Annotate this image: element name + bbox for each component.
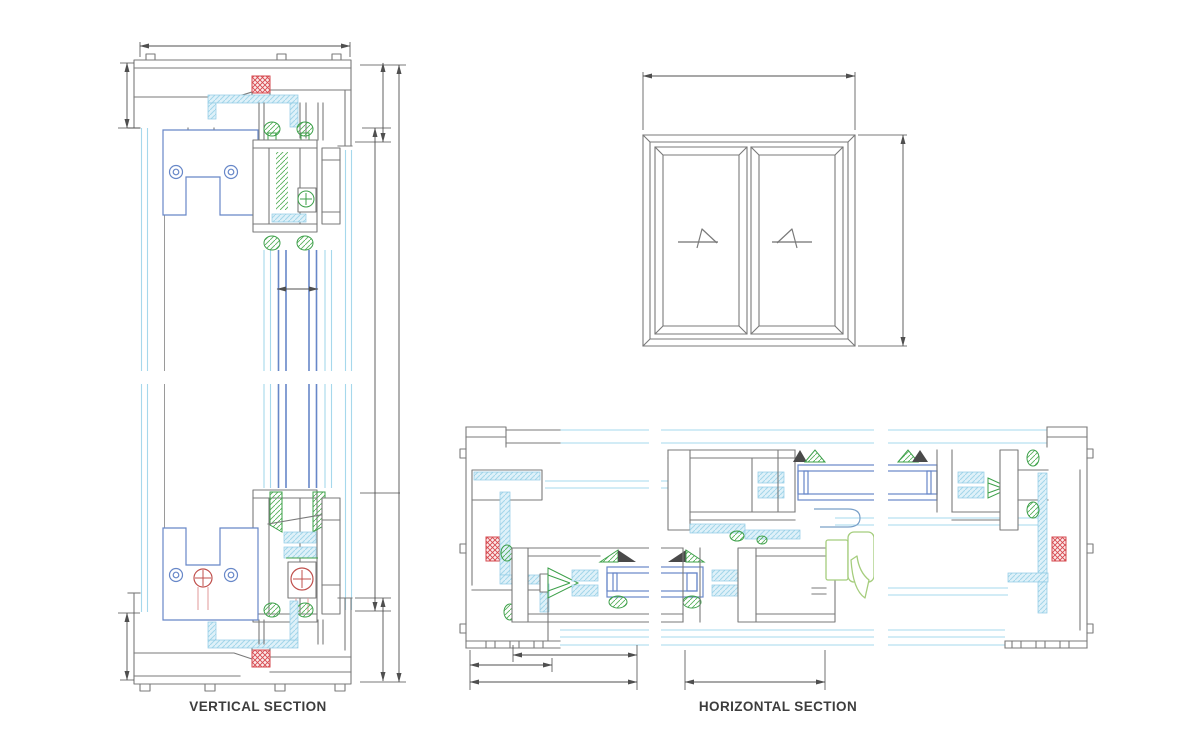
frame-feet (485, 640, 544, 649)
head-frame-profile (127, 53, 353, 173)
gasket (263, 121, 281, 137)
glazing-wedge (269, 491, 283, 533)
thermal-break-top (251, 75, 271, 94)
bottom-sash-rail (252, 489, 341, 623)
glazing-wedge (803, 449, 827, 463)
roller (297, 190, 315, 208)
thermal-break-right (1051, 536, 1067, 562)
left-sash (654, 146, 748, 335)
gasket (608, 595, 628, 609)
vertical-section-dimensions (118, 42, 406, 683)
right-jamb-profile (1004, 426, 1094, 649)
window-handle (825, 531, 875, 599)
top-sash-rail (252, 121, 341, 251)
gasket (263, 235, 281, 251)
gasket (296, 235, 314, 251)
gasket (296, 121, 314, 137)
top-panel-bracket (162, 129, 259, 216)
gasket (756, 535, 768, 545)
left-jamb-profile (459, 426, 561, 649)
vertical-section-view (118, 42, 406, 692)
glazing-wedge (598, 549, 619, 563)
vertical-section-label: VERTICAL SECTION (189, 699, 327, 714)
gasket (682, 595, 702, 609)
right-panel-sash-plan (667, 449, 1049, 545)
window-elevation-view (642, 72, 907, 347)
gasket (1026, 449, 1040, 467)
elevation-frame (642, 134, 856, 347)
slide-direction-symbols (678, 228, 812, 249)
glazing-wedge (618, 550, 636, 562)
thermal-break-bottom (251, 649, 271, 668)
insulation-liner (207, 94, 299, 104)
break-gap (649, 424, 661, 650)
horizontal-section-view (459, 424, 1094, 690)
gasket (1026, 501, 1040, 519)
gasket (296, 602, 314, 618)
glass-unit-right-panel (797, 464, 938, 501)
gasket (263, 602, 281, 618)
right-sash (750, 146, 844, 335)
glazing-wedge (793, 450, 807, 462)
slide-arrow-left (696, 228, 718, 249)
frame-feet (1011, 640, 1070, 649)
gasket (500, 544, 514, 562)
glazing-wedge (912, 450, 928, 462)
thermal-break-left (485, 536, 501, 562)
glazing-panes (277, 250, 318, 488)
weather-hook (814, 508, 861, 528)
horizontal-section-dimensions (469, 645, 826, 690)
glazing-wedge (896, 449, 920, 463)
elevation-dimensions (642, 72, 907, 347)
glazing-wedge (685, 549, 706, 563)
break-gap (874, 424, 888, 650)
gasket (729, 530, 745, 542)
sill-feet (139, 683, 346, 692)
horizontal-section-label: HORIZONTAL SECTION (698, 699, 858, 714)
break-gap (128, 371, 360, 384)
seal-strip (276, 152, 288, 210)
slide-arrow-right (776, 228, 798, 249)
glazing-wedge (668, 550, 686, 562)
sill-frame-profile (127, 592, 353, 692)
seal-cone (547, 567, 580, 599)
bottom-panel-bracket (162, 527, 259, 621)
